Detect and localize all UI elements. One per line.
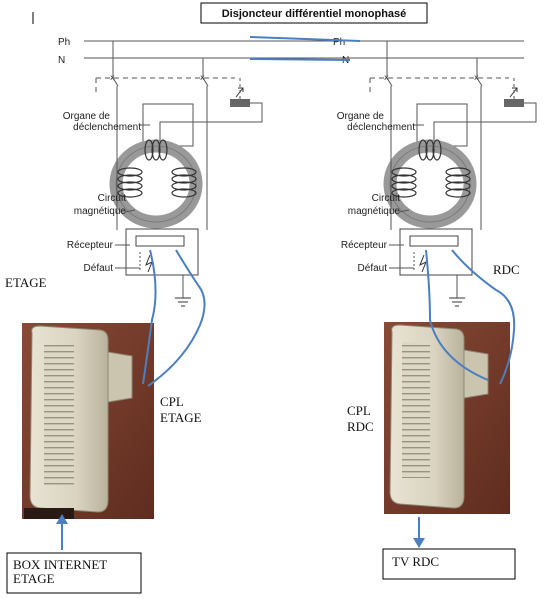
left-recepteur-label: Récepteur: [67, 240, 114, 251]
phase-label-left: Ph: [58, 37, 70, 48]
left-circuit-line2: magnétique: [74, 206, 127, 217]
right-defaut-label: Défaut: [358, 263, 388, 274]
left-cpl-line2: ETAGE: [160, 410, 202, 425]
left-cpl-line1: CPL: [160, 394, 184, 409]
right-circuit-line1: Circuit: [372, 193, 401, 204]
blue-wiring: [56, 249, 516, 550]
diagram-title: Disjoncteur différentiel monophasé: [222, 8, 407, 20]
right-breaker: x x: [369, 41, 537, 307]
left-breaker: x x: [95, 41, 263, 307]
right-organe-line1: Organe de: [337, 111, 385, 122]
blue-mark-neutral: [249, 58, 351, 61]
left-circuit-line1: Circuit: [98, 193, 127, 204]
right-recepteur-label: Récepteur: [341, 240, 388, 251]
box-internet-line2: ETAGE: [13, 571, 55, 586]
left-organe-line2: déclenchement: [73, 122, 141, 133]
right-organe-line2: déclenchement: [347, 122, 415, 133]
left-floor-label: ETAGE: [5, 275, 47, 290]
left-cpl-photo: [22, 323, 154, 519]
neutral-label-left: N: [58, 55, 65, 66]
tv-rdc-label: TV RDC: [392, 554, 439, 569]
blue-mark-phase: [249, 36, 361, 42]
phase-label-right: Ph: [333, 37, 345, 48]
svg-text:x: x: [110, 73, 115, 82]
right-cpl-line2: RDC: [347, 419, 374, 434]
tv-rdc-box: [382, 548, 516, 580]
title-box: [200, 2, 428, 24]
svg-text:x: x: [384, 73, 389, 82]
box-internet-line1: BOX INTERNET: [13, 557, 107, 572]
right-circuit-line2: magnétique: [348, 206, 401, 217]
svg-text:x: x: [200, 73, 205, 82]
left-defaut-label: Défaut: [84, 263, 114, 274]
svg-text:x: x: [474, 73, 479, 82]
right-floor-label: RDC: [493, 262, 520, 277]
box-internet-etage: [6, 552, 142, 594]
left-organe-line1: Organe de: [63, 111, 111, 122]
right-cpl-line1: CPL: [347, 403, 371, 418]
